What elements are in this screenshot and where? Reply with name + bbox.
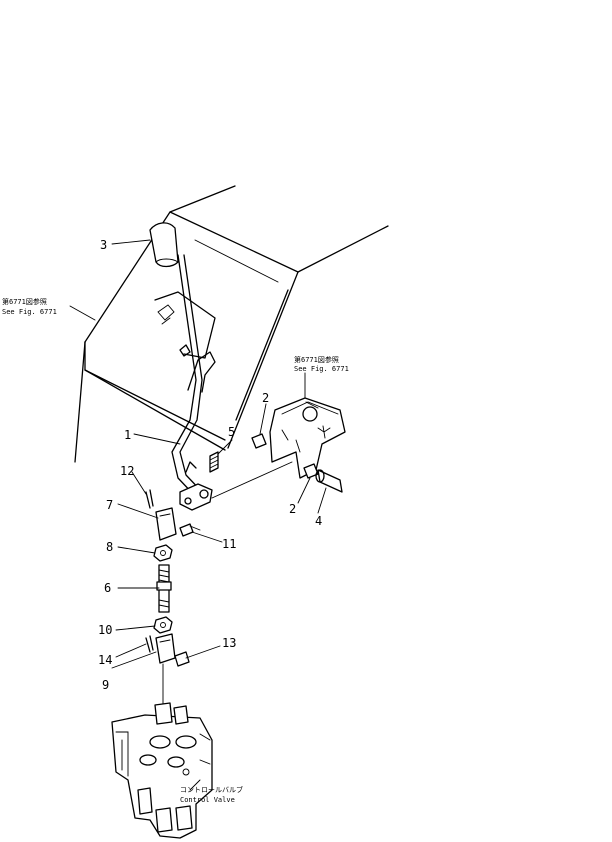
bushing-upper (251, 433, 267, 449)
lever-bracket (269, 397, 346, 479)
threaded-rod (156, 564, 172, 613)
leader-lines (69, 239, 327, 791)
see-fig-note-right-en: See Fig. 6771 (294, 365, 349, 373)
callout-8: 8 (106, 540, 113, 554)
callout-13: 13 (222, 636, 236, 650)
callout-3: 3 (100, 238, 107, 252)
callout-2a: 2 (262, 391, 269, 405)
lever-pivot-plate (179, 461, 213, 511)
control-valve-label-en: Control Valve (180, 796, 235, 804)
see-fig-note-left-en: See Fig. 6771 (2, 308, 57, 316)
see-fig-note-left: 第6771図参照 See Fig. 6771 (2, 297, 57, 316)
upper-yoke (155, 507, 177, 541)
callout-10: 10 (98, 623, 112, 637)
callout-14: 14 (98, 653, 112, 667)
pin (315, 469, 343, 493)
lower-yoke (155, 633, 176, 664)
callout-6: 6 (104, 581, 111, 595)
cotter-pin-upper (145, 489, 154, 509)
lever-knob (149, 222, 179, 268)
callout-12: 12 (120, 464, 134, 478)
cotter-pin-lower (145, 635, 154, 653)
control-valve-label-jp: コントロールバルブ (180, 785, 243, 794)
control-valve-label: コントロールバルブ Control Valve (180, 785, 243, 804)
bushing-lower (303, 463, 319, 479)
callout-5: 5 (228, 425, 235, 439)
see-fig-note-right: 第6771図参照 See Fig. 6771 (294, 355, 349, 373)
nut-upper (153, 544, 173, 562)
console-panel (74, 185, 389, 463)
control-lever (171, 254, 205, 498)
callout-9: 9 (102, 678, 109, 692)
see-fig-note-left-jp: 第6771図参照 (2, 297, 47, 306)
control-valve (111, 702, 213, 839)
link-line (211, 461, 293, 499)
callout-7: 7 (106, 498, 113, 512)
yoke-bolt-lower (174, 651, 190, 667)
spring (209, 451, 219, 473)
callout-4: 4 (315, 514, 322, 528)
callout-numbers: 3 1 2 5 2 4 12 7 11 8 6 10 13 14 9 (98, 238, 322, 692)
callout-1: 1 (124, 428, 131, 442)
callout-11: 11 (222, 537, 236, 551)
yoke-bolt-upper (179, 523, 201, 537)
callout-2b: 2 (289, 502, 296, 516)
see-fig-note-right-jp: 第6771図参照 (294, 355, 339, 364)
nut-lower (153, 616, 173, 634)
